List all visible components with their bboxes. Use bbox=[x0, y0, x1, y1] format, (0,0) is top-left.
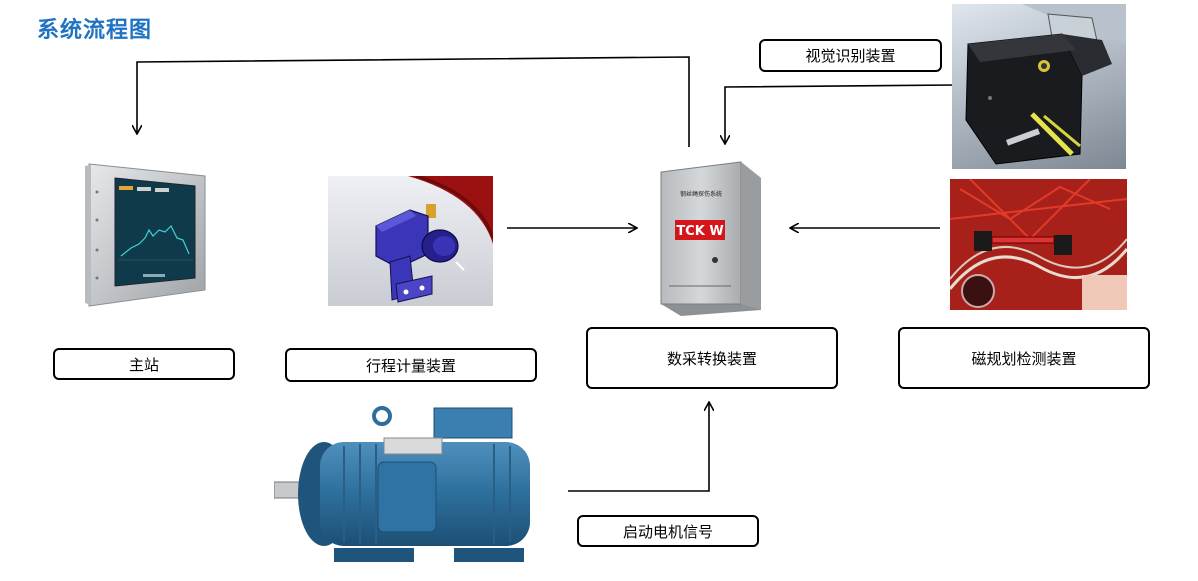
converter-cabinet-image: 钢丝绳探伤系统 TCK W bbox=[657, 158, 765, 318]
motor-start-signal-label: 启动电机信号 bbox=[577, 515, 759, 547]
cabinet-logo-text: TCK W bbox=[676, 224, 723, 239]
travel-device-image bbox=[328, 176, 493, 306]
motor-image bbox=[274, 402, 552, 570]
master-station-label: 主站 bbox=[53, 348, 235, 380]
vision-device-image bbox=[952, 4, 1126, 169]
arrow-converter-to-master bbox=[137, 56, 690, 147]
page-title: 系统流程图 bbox=[37, 18, 153, 43]
arrow-vision-to-converter bbox=[725, 84, 956, 143]
cabinet-title-text: 钢丝绳探伤系统 bbox=[680, 190, 722, 198]
data-conversion-label: 数采转换装置 bbox=[586, 327, 838, 389]
magnetic-device-image bbox=[950, 179, 1127, 310]
magnetic-detection-label: 磁规划检测装置 bbox=[898, 327, 1150, 389]
master-monitor-image bbox=[83, 160, 208, 310]
travel-metering-label: 行程计量装置 bbox=[285, 348, 537, 382]
arrow-motor-to-converter bbox=[568, 403, 709, 492]
vision-recognition-label: 视觉识别装置 bbox=[759, 39, 942, 72]
